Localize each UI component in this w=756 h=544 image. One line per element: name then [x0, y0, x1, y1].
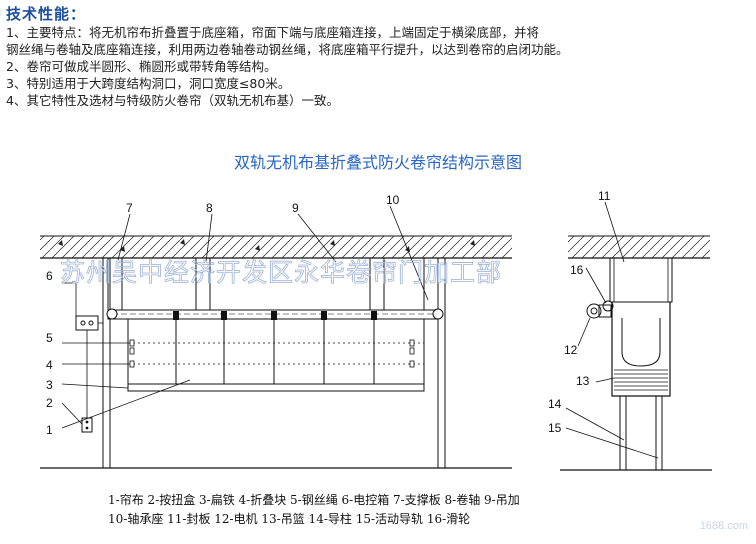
callout-13: 13 [576, 374, 590, 388]
callout-6: 6 [46, 269, 53, 283]
callouts: 7 8 9 10 6 5 4 3 2 1 11 16 12 13 14 15 [46, 189, 611, 437]
callout-4: 4 [46, 358, 53, 372]
diagram-title: 双轨无机布基折叠式防火卷帘结构示意图 [233, 153, 522, 172]
callout-10: 10 [386, 193, 400, 207]
callout-8: 8 [206, 201, 213, 215]
flat-iron [127, 383, 425, 392]
spec-line: 2、卷帘可做成半圆形、椭圆形或带转角等结构。 [6, 59, 277, 74]
spec-section: 技术性能： 1、主要特点：将无机帘布折叠置于底座箱，帘面下端与底座箱连接，上端固… [6, 4, 750, 109]
spec-line: 钢丝绳与卷轴及底座箱连接，利用两边卷轴卷动钢丝绳，将底座箱平行提升，以达到卷帘的… [6, 42, 569, 57]
callout-12: 12 [564, 343, 578, 357]
spec-line: 1、主要特点：将无机帘布折叠置于底座箱，帘面下端与底座箱连接，上端固定于横梁底部… [6, 25, 539, 40]
legend-line: 1-帘布 2-按扭盒 3-扁铁 4-折叠块 5-钢丝绳 6-电控箱 7-支撑板 … [108, 493, 520, 507]
spec-line: 4、其它特性及选材与特级防火卷帘（双轨无机布基）一致。 [6, 93, 339, 108]
button-box [81, 417, 93, 433]
control-box [75, 315, 99, 331]
callout-2: 2 [46, 396, 53, 410]
sealing-plate [609, 257, 673, 303]
watermark-text: 苏州吴中经济开发区永华卷帘门加工部 [60, 258, 502, 287]
bearing-left [106, 308, 118, 320]
curtain-cloth [127, 318, 425, 392]
legend-line: 10-轴承座 11-封板 12-电机 13-吊篮 14-导柱 15-活动导轨 1… [108, 512, 471, 526]
callout-9: 9 [292, 201, 299, 215]
side-view [560, 201, 712, 471]
legend: 1-帘布 2-按扭盒 3-扁铁 4-折叠块 5-钢丝绳 6-电控箱 7-支撑板 … [108, 491, 520, 529]
footer-watermark: 1688.com [699, 520, 748, 532]
callout-7: 7 [126, 201, 133, 215]
basket [611, 302, 671, 397]
callout-14: 14 [548, 397, 562, 411]
callout-5: 5 [46, 331, 53, 345]
callout-11: 11 [598, 189, 611, 203]
spec-title: 技术性能： [6, 5, 87, 23]
spec-line: 3、特别适用于大跨度结构洞口，洞口宽度≤80米。 [6, 76, 291, 91]
callout-16: 16 [570, 263, 584, 277]
motor [586, 303, 602, 319]
front-view [40, 205, 512, 469]
side-ceiling [568, 236, 710, 258]
callout-1: 1 [46, 423, 53, 437]
callout-15: 15 [548, 421, 562, 435]
ceiling-slab [40, 236, 512, 258]
bearing-right [432, 308, 444, 320]
callout-3: 3 [46, 378, 53, 392]
